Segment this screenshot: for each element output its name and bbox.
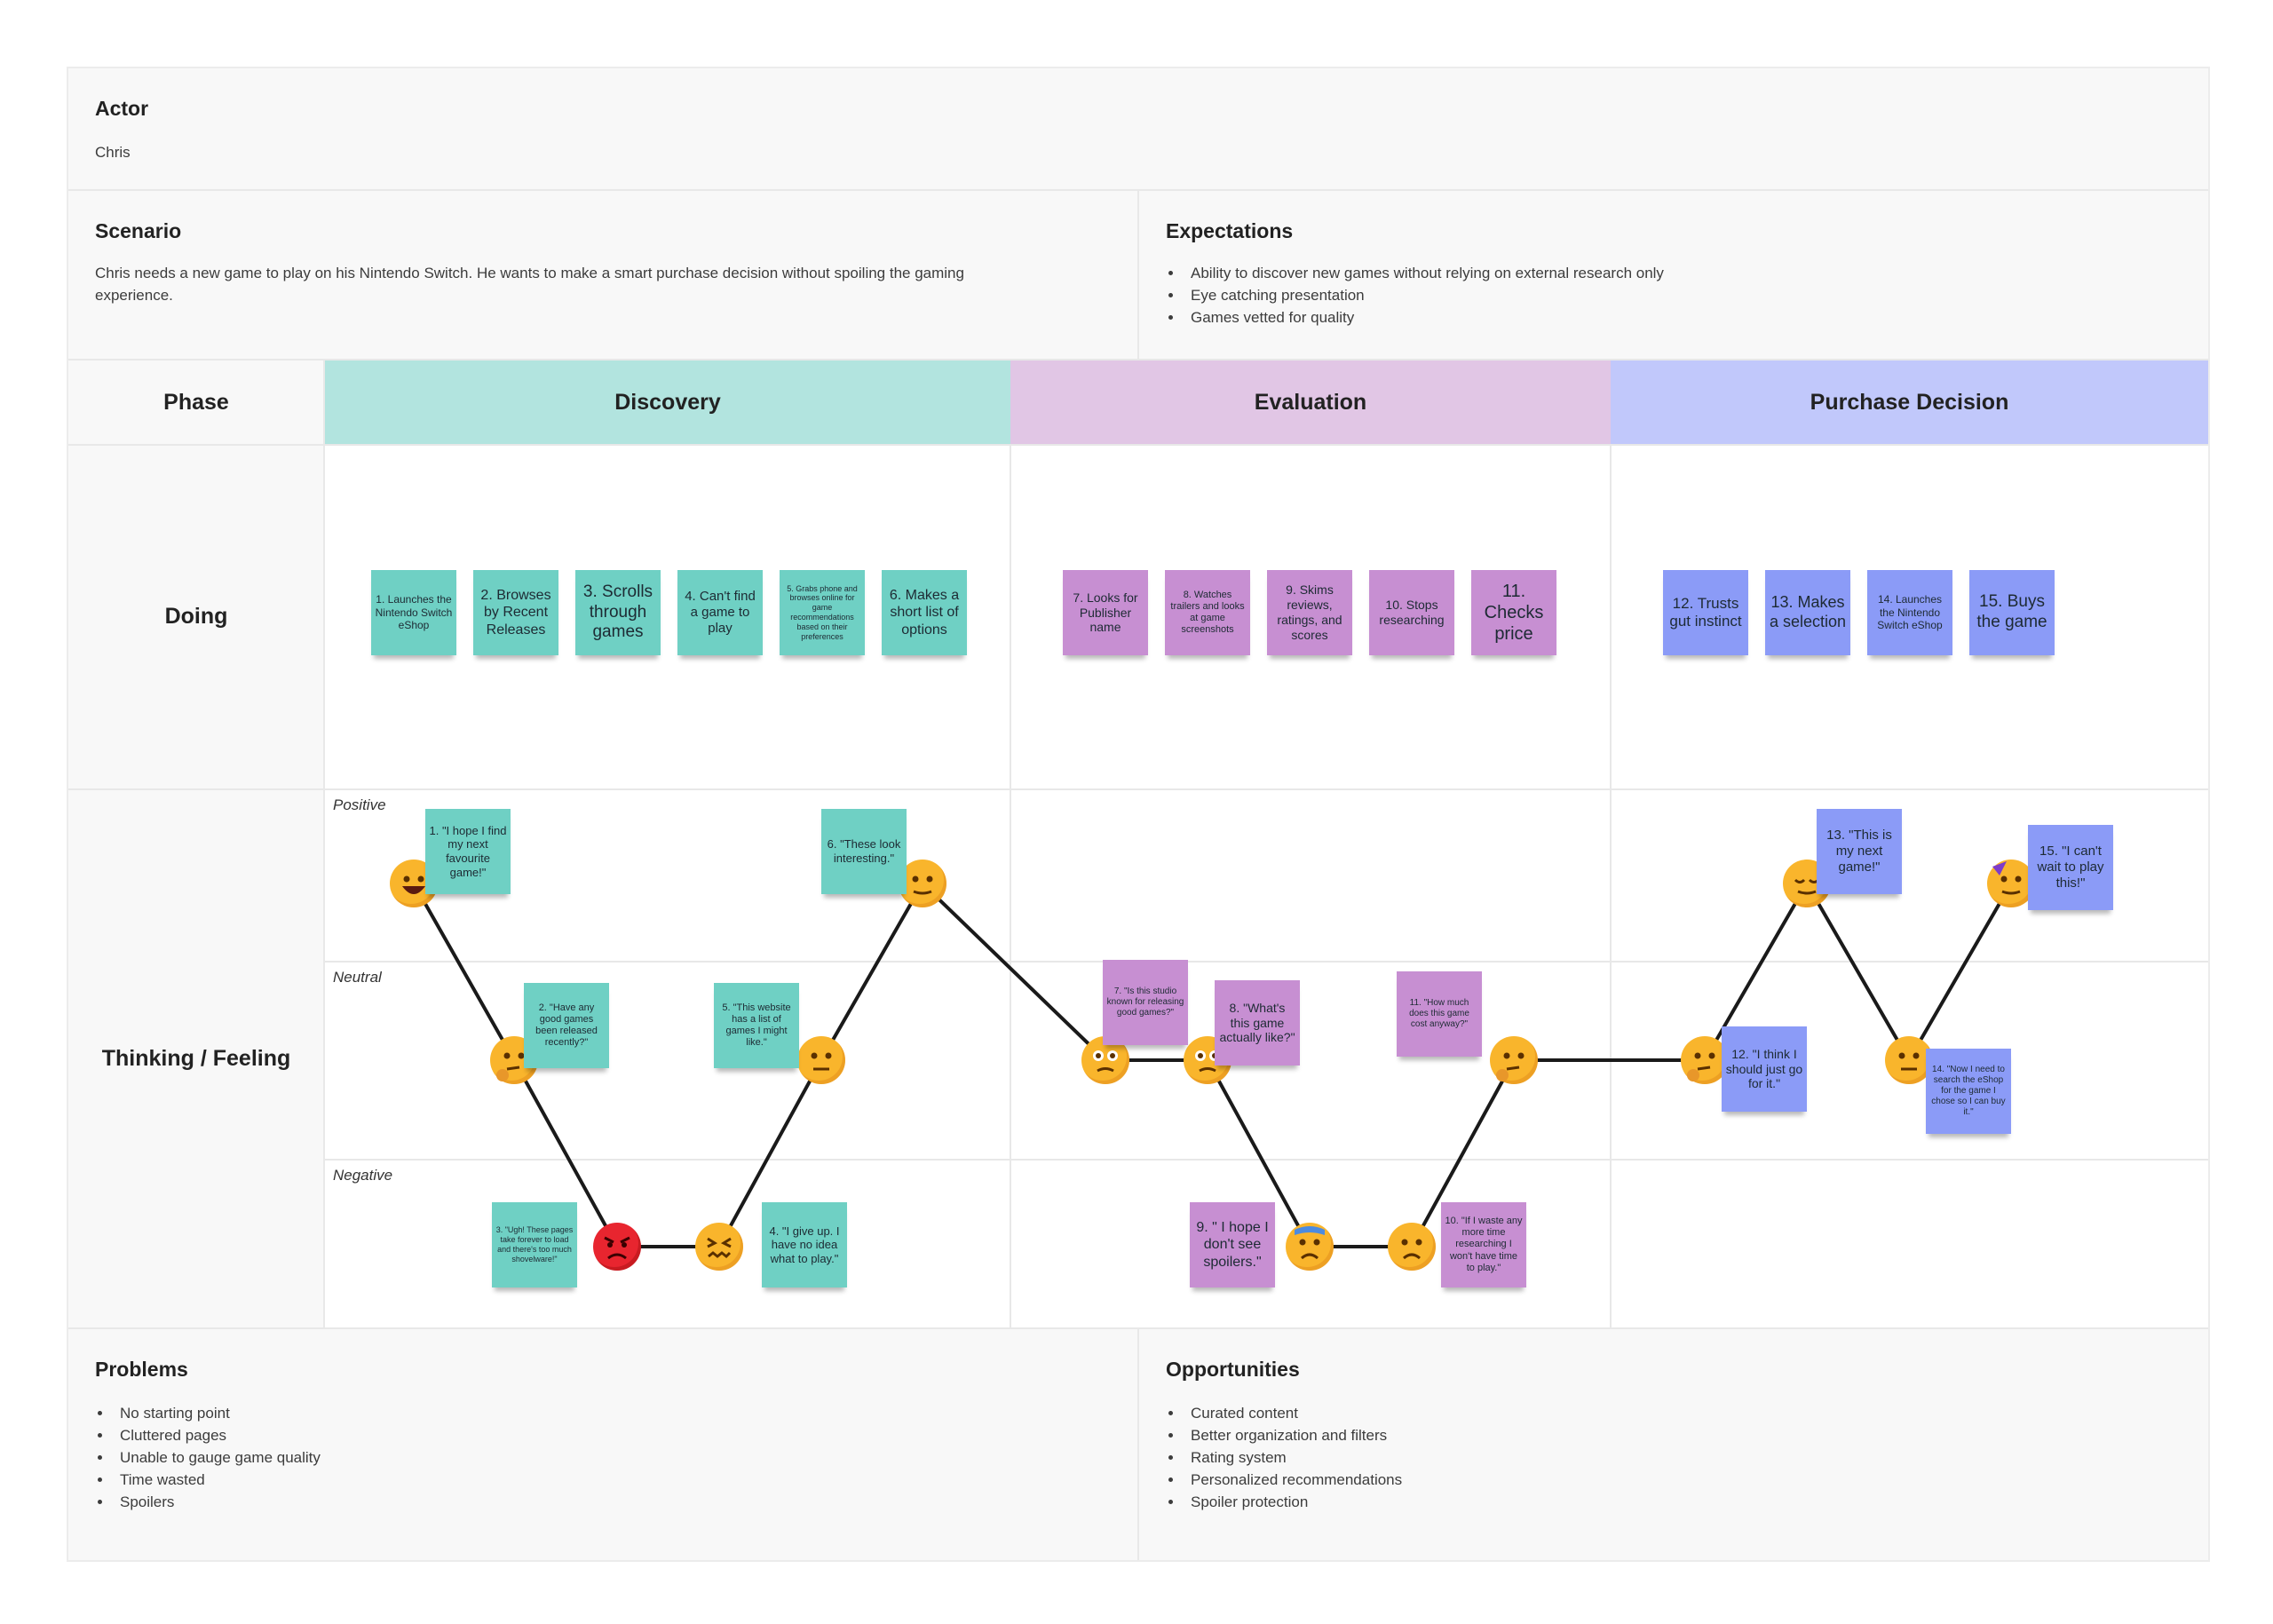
thought-sticky[interactable]: 1. "I hope I find my next favourite game… bbox=[425, 809, 511, 894]
thought-sticky[interactable]: 12. "I think I should just go for it." bbox=[1722, 1026, 1807, 1112]
expectation-item: Eye catching presentation bbox=[1184, 284, 1664, 306]
journey-map-board: Actor Chris Scenario Chris needs a new g… bbox=[67, 67, 2210, 1562]
worried-face-icon bbox=[1388, 1223, 1436, 1271]
phase-discovery: Discovery bbox=[325, 360, 1010, 444]
phase-evaluation: Evaluation bbox=[1010, 360, 1611, 444]
problems-list: No starting point Cluttered pages Unable… bbox=[95, 1402, 321, 1513]
problem-item: Spoilers bbox=[113, 1491, 321, 1513]
opportunities-title: Opportunities bbox=[1166, 1358, 1300, 1381]
opportunity-item: Spoiler protection bbox=[1184, 1491, 1402, 1513]
problem-item: Time wasted bbox=[113, 1469, 321, 1491]
doing-sticky[interactable]: 5. Grabs phone and browses online for ga… bbox=[780, 570, 865, 655]
problems-section: Problems No starting point Cluttered pag… bbox=[68, 1329, 1137, 1560]
actor-section: Actor Chris bbox=[68, 68, 2208, 189]
thought-sticky[interactable]: 3. "Ugh! These pages take forever to loa… bbox=[492, 1202, 577, 1287]
thinking-feeling-row-label: Thinking / Feeling bbox=[101, 1046, 291, 1071]
opportunities-section: Opportunities Curated content Better org… bbox=[1139, 1329, 2208, 1560]
thinking-face-icon bbox=[1681, 1036, 1729, 1084]
doing-sticky[interactable]: 7. Looks for Publisher name bbox=[1063, 570, 1148, 655]
actor-name: Chris bbox=[95, 144, 131, 161]
doing-sticky[interactable]: 9. Skims reviews, ratings, and scores bbox=[1267, 570, 1352, 655]
thought-sticky[interactable]: 8. "What's this game actually like?" bbox=[1215, 980, 1300, 1066]
expectations-section: Expectations Ability to discover new gam… bbox=[1139, 191, 2208, 360]
thought-sticky[interactable]: 15. "I can't wait to play this!" bbox=[2028, 825, 2113, 910]
thought-sticky[interactable]: 11. "How much does this game cost anyway… bbox=[1397, 971, 1482, 1057]
level-label-negative: Negative bbox=[333, 1167, 393, 1184]
level-label-neutral: Neutral bbox=[333, 969, 382, 986]
thought-sticky[interactable]: 2. "Have any good games been released re… bbox=[524, 983, 609, 1068]
angry-face-icon bbox=[593, 1223, 641, 1271]
phase-row-label: Phase bbox=[68, 360, 324, 444]
thinking-face-icon bbox=[1490, 1036, 1538, 1084]
doing-sticky[interactable]: 6. Makes a short list of options bbox=[882, 570, 967, 655]
anxious-face-icon bbox=[1286, 1223, 1334, 1271]
problem-item: Unable to gauge game quality bbox=[113, 1446, 321, 1469]
thought-sticky[interactable]: 9. " I hope I don't see spoilers." bbox=[1190, 1202, 1275, 1287]
expectations-list: Ability to discover new games without re… bbox=[1166, 262, 1664, 329]
opportunities-list: Curated content Better organization and … bbox=[1166, 1402, 1402, 1513]
doing-sticky[interactable]: 15. Buys the game bbox=[1969, 570, 2055, 655]
thought-sticky[interactable]: 4. "I give up. I have no idea what to pl… bbox=[762, 1202, 847, 1287]
doing-sticky[interactable]: 11. Checks price bbox=[1471, 570, 1556, 655]
opportunity-item: Rating system bbox=[1184, 1446, 1402, 1469]
scenario-title: Scenario bbox=[95, 219, 182, 242]
actor-title: Actor bbox=[95, 97, 149, 120]
doing-sticky[interactable]: 1. Launches the Nintendo Switch eShop bbox=[371, 570, 456, 655]
thought-sticky[interactable]: 13. "This is my next game!" bbox=[1817, 809, 1902, 894]
doing-sticky[interactable]: 4. Can't find a game to play bbox=[677, 570, 763, 655]
problem-item: No starting point bbox=[113, 1402, 321, 1424]
doing-sticky[interactable]: 8. Watches trailers and looks at game sc… bbox=[1165, 570, 1250, 655]
scenario-text: Chris needs a new game to play on his Ni… bbox=[95, 265, 964, 304]
scenario-section: Scenario Chris needs a new game to play … bbox=[68, 191, 1137, 360]
neutral-face-icon bbox=[1885, 1036, 1933, 1084]
thought-sticky[interactable]: 10. "If I waste any more time researchin… bbox=[1441, 1202, 1526, 1287]
doing-sticky[interactable]: 2. Browses by Recent Releases bbox=[473, 570, 558, 655]
thought-sticky[interactable]: 7. "Is this studio known for releasing g… bbox=[1103, 960, 1188, 1045]
doing-sticky[interactable]: 3. Scrolls through games bbox=[575, 570, 661, 655]
doing-sticky[interactable]: 13. Makes a selection bbox=[1765, 570, 1850, 655]
smiling-face-icon bbox=[899, 860, 946, 907]
opportunity-item: Curated content bbox=[1184, 1402, 1402, 1424]
opportunity-item: Better organization and filters bbox=[1184, 1424, 1402, 1446]
thought-sticky[interactable]: 6. "These look interesting." bbox=[821, 809, 907, 894]
thought-sticky[interactable]: 5. "This website has a list of games I m… bbox=[714, 983, 799, 1068]
expectations-title: Expectations bbox=[1166, 219, 1294, 242]
expectation-item: Ability to discover new games without re… bbox=[1184, 262, 1664, 284]
thought-sticky[interactable]: 14. "Now I need to search the eShop for … bbox=[1926, 1049, 2011, 1134]
problem-item: Cluttered pages bbox=[113, 1424, 321, 1446]
doing-sticky[interactable]: 12. Trusts gut instinct bbox=[1663, 570, 1748, 655]
confounded-face-icon bbox=[695, 1223, 743, 1271]
expectation-item: Games vetted for quality bbox=[1184, 306, 1664, 329]
opportunity-item: Personalized recommendations bbox=[1184, 1469, 1402, 1491]
partying-face-icon bbox=[1987, 860, 2035, 907]
doing-sticky[interactable]: 14. Launches the Nintendo Switch eShop bbox=[1867, 570, 1952, 655]
neutral-face-icon bbox=[797, 1036, 845, 1084]
doing-row-label: Doing bbox=[164, 604, 228, 629]
level-label-positive: Positive bbox=[333, 796, 386, 813]
phase-purchase-decision: Purchase Decision bbox=[1611, 360, 2208, 444]
problems-title: Problems bbox=[95, 1358, 188, 1381]
doing-sticky[interactable]: 10. Stops researching bbox=[1369, 570, 1454, 655]
